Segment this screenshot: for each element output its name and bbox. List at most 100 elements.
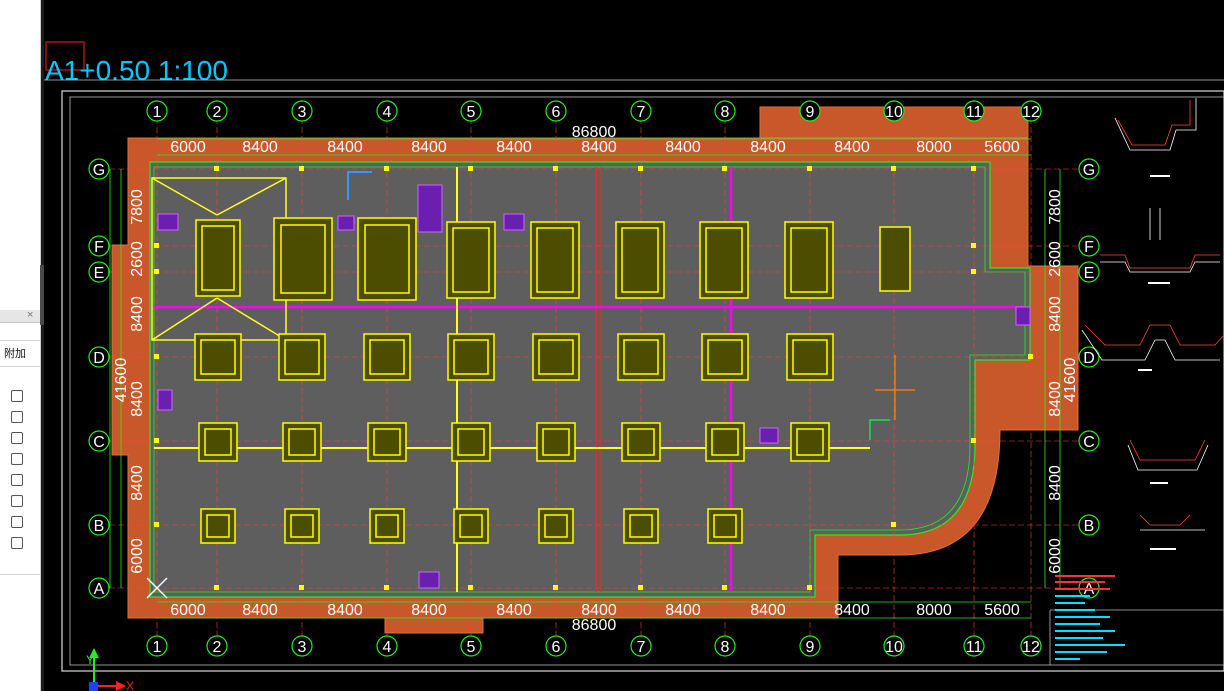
top-span: 8400	[496, 139, 532, 156]
left-dimension-labels: 7800 2600 8400 8400 8400 6000 41600	[113, 189, 146, 574]
panel-splitter-handle[interactable]	[40, 265, 44, 325]
bottom-span: 6000	[170, 602, 206, 619]
row-axis-label: E	[1084, 265, 1095, 282]
footing-b	[453, 508, 489, 544]
panel-divider	[0, 574, 40, 575]
footing-large	[357, 217, 417, 301]
origin-cross	[146, 577, 168, 599]
row-axis-label: E	[94, 265, 105, 282]
sump-pits	[157, 184, 1031, 589]
row-axis-label: F	[1084, 239, 1094, 256]
col-axis-label: 8	[721, 639, 730, 656]
right-span: 2600	[1047, 241, 1064, 277]
general-notes	[1055, 575, 1125, 660]
top-span: 8400	[242, 139, 278, 156]
drawing-frame-inner	[69, 96, 1224, 666]
footing-large	[446, 221, 496, 299]
row-axis-label: B	[94, 518, 105, 535]
cad-drawing-canvas[interactable]: A1+0.50 1:100	[44, 0, 1224, 691]
footing-large	[273, 217, 333, 301]
total-dim-top: 86800	[572, 124, 617, 141]
footing-large	[879, 226, 911, 292]
footing-c	[705, 422, 745, 462]
attach-checkbox[interactable]	[11, 516, 23, 528]
footing-d	[532, 333, 580, 381]
top-span: 8400	[411, 139, 447, 156]
section-details	[1081, 98, 1224, 531]
col-axis-label: 7	[637, 104, 646, 121]
col-axis-label: 11	[966, 639, 983, 656]
total-dim-bottom: 86800	[572, 617, 617, 634]
attach-checkbox[interactable]	[11, 411, 23, 423]
footing-c	[451, 422, 491, 462]
right-span: 8400	[1047, 465, 1064, 501]
footing-c	[536, 422, 576, 462]
bottom-span: 8000	[916, 602, 952, 619]
axis-labels-bottom: 1 2 3 4 5 6 7 8 9 10 11 12	[153, 639, 1040, 656]
bottom-span: 8400	[411, 602, 447, 619]
attach-checkbox[interactable]	[11, 474, 23, 486]
row-labels-left: G F E D C B A	[93, 162, 105, 598]
row-axis-label: F	[94, 239, 104, 256]
footing-b	[200, 508, 236, 544]
panel-divider	[0, 340, 40, 341]
footing-c	[621, 422, 661, 462]
footing-c	[790, 422, 830, 462]
ucs-x-label: X	[126, 679, 134, 691]
left-span: 8400	[129, 296, 146, 332]
slab-inner-line	[153, 166, 1026, 593]
attach-checkbox[interactable]	[11, 432, 23, 444]
footing-b	[538, 508, 574, 544]
bottom-span: 8400	[834, 602, 870, 619]
dimension-lines	[109, 138, 1061, 619]
col-axis-label: 9	[806, 639, 815, 656]
right-dimension-labels: 7800 2600 8400 8400 8400 6000 41600	[1047, 189, 1079, 574]
attach-checkbox[interactable]	[11, 390, 23, 402]
panel-gutter	[41, 0, 44, 691]
ucs-y-label: Y	[86, 653, 94, 667]
col-axis-label: 2	[213, 639, 222, 656]
attach-checkbox[interactable]	[11, 495, 23, 507]
drawing-title: A1+0.50 1:100	[45, 55, 228, 86]
row-axis-label: C	[93, 434, 105, 451]
bottom-span: 8400	[327, 602, 363, 619]
left-span: 2600	[129, 241, 146, 277]
footing-d	[447, 333, 495, 381]
col-axis-label: 5	[467, 104, 476, 121]
footing-d	[363, 333, 411, 381]
top-span: 6000	[170, 139, 206, 156]
footing-large	[784, 221, 834, 299]
footing-b	[284, 508, 320, 544]
panel-close-icon[interactable]: ×	[27, 309, 34, 321]
col-axis-label: 1	[153, 104, 162, 121]
footing-d	[701, 333, 749, 381]
right-span: 6000	[1047, 538, 1064, 574]
footing-b	[707, 508, 743, 544]
row-axis-label: B	[1084, 518, 1095, 535]
right-span: 7800	[1047, 189, 1064, 225]
footing-large	[615, 221, 665, 299]
row-axis-label: G	[1083, 162, 1095, 179]
overall-height-right: 41600	[1062, 358, 1079, 403]
axis-bubbles-top	[146, 100, 1042, 122]
bottom-span: 8400	[496, 602, 532, 619]
row-bubbles-left	[88, 158, 110, 599]
bottom-span: 8400	[242, 602, 278, 619]
row-axis-label: D	[93, 350, 105, 367]
col-axis-label: 6	[552, 104, 561, 121]
ucs-icon: Y X	[86, 648, 134, 691]
bottom-span: 5600	[984, 602, 1020, 619]
footing-d	[617, 333, 665, 381]
left-span: 8400	[129, 381, 146, 417]
footing-b	[369, 508, 405, 544]
attach-checkbox[interactable]	[11, 537, 23, 549]
col-axis-label: 3	[298, 104, 307, 121]
col-axis-label: 4	[383, 639, 392, 656]
attach-checkbox[interactable]	[11, 453, 23, 465]
panel-column-label: 附加	[4, 348, 26, 360]
footing-large	[699, 221, 749, 299]
row-bubbles-right	[1078, 158, 1100, 599]
footing-c	[198, 422, 238, 462]
col-axis-label: 5	[467, 639, 476, 656]
top-span: 8400	[581, 139, 617, 156]
